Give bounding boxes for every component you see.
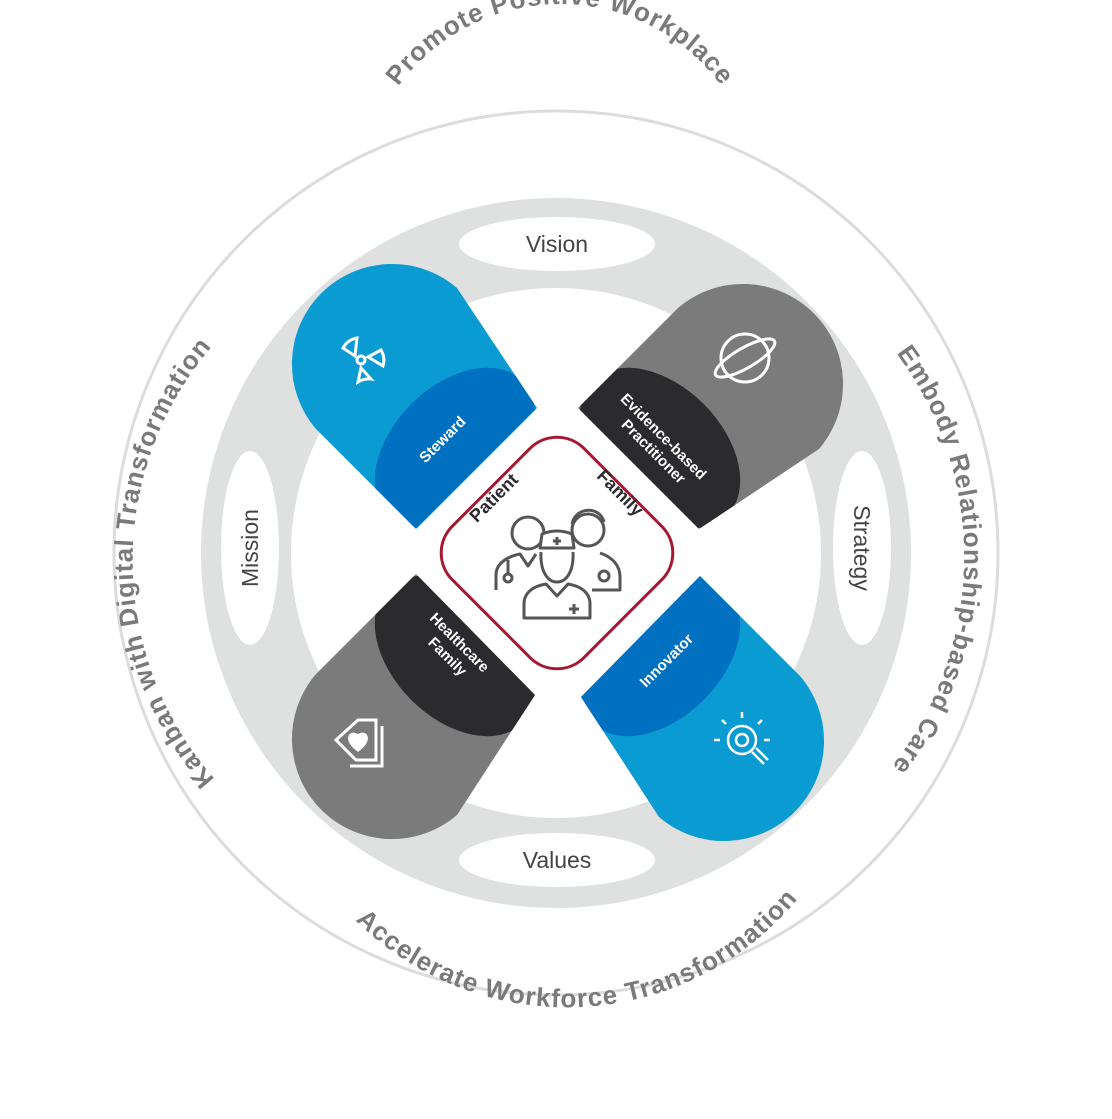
strategy-label: Strategy: [849, 505, 875, 591]
medical-team-icon: [494, 508, 622, 620]
mission-label: Mission: [237, 509, 263, 587]
planet-icon: [713, 332, 777, 384]
home-heart-icon: [333, 718, 384, 768]
mission-oval: Mission: [221, 451, 279, 645]
values-label: Values: [523, 847, 592, 873]
lightbulb-gear-icon: [714, 712, 770, 765]
values-oval: Values: [459, 833, 655, 887]
vision-oval: Vision: [459, 217, 655, 271]
innovator-pill: Innovator: [581, 576, 825, 842]
radiation-icon: [341, 336, 386, 386]
promote-positive-workplace-label: Promote Positive Workplace: [379, 0, 741, 90]
vision-label: Vision: [526, 231, 588, 257]
center-diamond: Patient Family: [439, 435, 675, 671]
strategy-oval: Strategy: [833, 451, 891, 645]
